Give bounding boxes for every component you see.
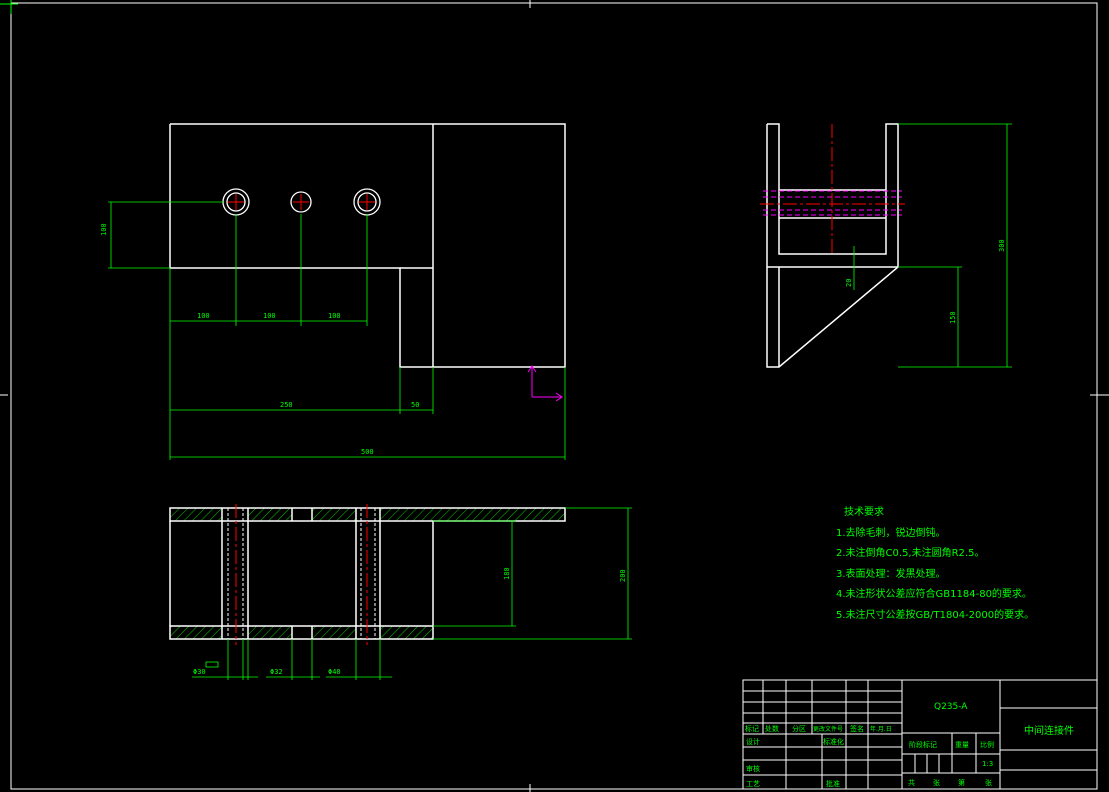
tb-col-zone: 分区 (792, 724, 806, 733)
front-view: 200 180 Φ30 Φ32 Φ40 (169, 504, 632, 680)
tb-row-process: 工艺 (746, 780, 760, 788)
side-view-centerlines (760, 124, 905, 254)
top-view-outline (169, 123, 566, 368)
dim-side-lower-height: 150 (949, 311, 957, 324)
dim-hole-spacing-2: 100 (263, 312, 276, 320)
front-view-centerlines (235, 504, 368, 645)
dim-width-250: 250 (280, 401, 293, 409)
dim-hole-height: 100 (100, 223, 108, 236)
tech-requirements: 技术要求 1.去除毛刺，锐边倒钝。 2.未注倒角C0.5,未注圆角R2.5。 3… (836, 503, 1034, 626)
tb-col-change-doc: 更改文件号 (813, 725, 843, 733)
tb-scale-value: 1:3 (982, 760, 993, 768)
front-view-dimension-lines (192, 507, 632, 680)
top-view: 100 100 100 100 250 50 500 (100, 123, 566, 460)
tb-col-sign: 签名 (850, 724, 864, 733)
tb-col-count: 处数 (765, 724, 779, 733)
tech-requirement-3: 3.表面处理：发黑处理。 (836, 568, 946, 580)
tb-stage-label: 阶段标记 (909, 740, 937, 749)
side-view-hidden-lines (763, 190, 902, 216)
tb-drawing-title: 中间连接件 (1024, 724, 1074, 737)
ucs-icon (527, 365, 563, 402)
dim-hole-diameter-3: Φ40 (328, 668, 341, 676)
tb-sheet-no: 第 (958, 778, 965, 787)
tech-requirement-4: 4.未注形状公差应符合GB1184-80的要求。 (836, 589, 1032, 600)
dim-hole-diameter-2: Φ32 (270, 668, 283, 676)
dim-width-50: 50 (411, 401, 419, 409)
dim-overall-width: 500 (361, 448, 374, 456)
hole-2 (290, 191, 312, 213)
tb-weight-label: 重量 (955, 741, 969, 749)
top-view-dimension-lines (108, 201, 566, 460)
dim-hole-spacing-1: 100 (197, 312, 210, 320)
title-block-grid (742, 679, 1098, 790)
tb-row-design: 设计 (746, 737, 760, 746)
dim-side-height: 300 (998, 239, 1006, 252)
dim-hole-spacing-3: 100 (328, 312, 341, 320)
tech-requirement-5: 5.未注尺寸公差按GB/T1804-2000的要求。 (836, 609, 1035, 621)
tb-row-standard: 标准化 (823, 737, 844, 746)
dim-front-height: 200 (619, 569, 627, 582)
tb-col-mark: 标记 (745, 724, 759, 733)
tb-sheet-unit-2: 张 (985, 778, 992, 787)
tech-requirement-1: 1.去除毛刺，锐边倒钝。 (836, 527, 946, 539)
dim-hole-diameter-1: Φ30 (193, 668, 206, 676)
tb-col-date: 年.月.日 (870, 725, 892, 733)
tb-sheet-unit: 张 (933, 778, 940, 787)
side-view-dimension-lines (853, 123, 1012, 368)
side-view: 300 150 20 (760, 123, 1012, 368)
tb-scale-label: 比例 (980, 740, 994, 749)
tb-material: Q235-A (934, 702, 968, 712)
hole-1 (222, 188, 250, 216)
dim-front-inner-height: 180 (503, 567, 511, 580)
tb-row-review: 审核 (746, 764, 760, 773)
tb-sheet-total: 共 (908, 778, 915, 787)
tech-requirements-title: 技术要求 (844, 507, 884, 518)
front-view-hidden-lines (227, 508, 376, 639)
dim-side-offset: 20 (845, 279, 853, 287)
hole-3 (353, 188, 381, 216)
title-block: 标记 处数 分区 更改文件号 签名 年.月.日 设计 标准化 审核 工艺 批准 … (742, 679, 1098, 790)
tech-requirement-2: 2.未注倒角C0.5,未注圆角R2.5。 (836, 548, 985, 559)
tb-row-approve: 批准 (826, 779, 840, 788)
